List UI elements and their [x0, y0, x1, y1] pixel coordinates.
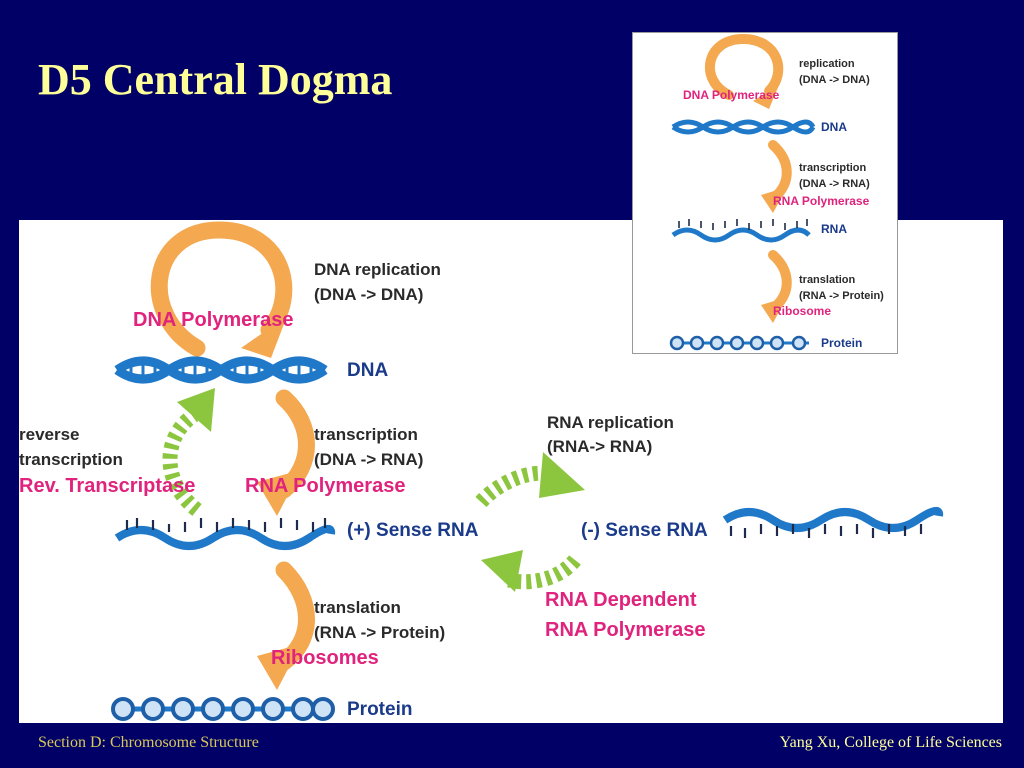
footer-section-label: Section D: Chromosome Structure — [38, 734, 259, 751]
inset-rna-strand-icon — [671, 219, 811, 243]
reverse-transcription-label: transcription — [19, 450, 123, 469]
protein-chain-icon — [111, 697, 335, 721]
inset-translation-sub-label: (RNA -> Protein) — [799, 290, 884, 302]
diagram-canvas: DNA replication (DNA -> DNA) DNA Polymer… — [19, 221, 944, 721]
inset-transcription-arrow-icon — [761, 140, 792, 213]
reverse-transcription-arrow-icon — [162, 388, 215, 516]
ribosomes-label: Ribosomes — [271, 647, 379, 669]
dna-helix-icon — [114, 356, 328, 384]
inset-dna-helix-icon — [671, 119, 816, 135]
transcription-sub-label: (DNA -> RNA) — [314, 450, 423, 469]
rna-dependent-arrow-icon — [481, 550, 581, 592]
inset-protein-chain-icon — [669, 335, 809, 351]
inset-replication-sub-label: (DNA -> DNA) — [799, 74, 870, 86]
replication-arrow-icon — [150, 221, 293, 358]
transcription-arrow-icon — [257, 389, 315, 516]
dna-label: DNA — [347, 360, 388, 381]
inset-transcription-label: transcription — [799, 162, 867, 174]
inset-central-dogma-diagram: replication (DNA -> DNA) DNA Polymerase … — [632, 32, 898, 354]
rna-replication-sub-label: (RNA-> RNA) — [547, 437, 652, 456]
dna-polymerase-label: DNA Polymerase — [133, 309, 293, 331]
translation-sub-label: (RNA -> Protein) — [314, 623, 445, 642]
inset-transcription-sub-label: (DNA -> RNA) — [799, 178, 870, 190]
rna-polymerase-label: RNA Polymerase — [245, 475, 405, 497]
slide-title: D5 Central Dogma — [38, 55, 393, 104]
rna-replication-label: RNA replication — [547, 413, 674, 432]
inset-rna-label: RNA — [821, 222, 847, 236]
dna-replication-sub-label: (DNA -> DNA) — [314, 285, 423, 304]
plus-sense-rna-label: (+) Sense RNA — [347, 520, 479, 541]
inset-replication-arrow-icon — [705, 33, 784, 109]
inset-protein-label: Protein — [821, 336, 862, 350]
rna-dependent-label: RNA Dependent — [545, 589, 697, 611]
rna-replication-arrow-icon — [475, 452, 585, 508]
plus-sense-rna-strand-icon — [114, 518, 336, 550]
inset-dna-label: DNA — [821, 120, 847, 134]
dna-replication-label: DNA replication — [314, 260, 441, 279]
transcription-label: transcription — [314, 425, 418, 444]
protein-label: Protein — [347, 699, 412, 720]
inset-canvas: replication (DNA -> DNA) DNA Polymerase … — [669, 33, 884, 351]
inset-rna-polymerase-label: RNA Polymerase — [773, 194, 870, 208]
minus-sense-rna-strand-icon — [722, 506, 944, 538]
footer-author-label: Yang Xu, College of Life Sciences — [779, 734, 1002, 751]
minus-sense-rna-label: (-) Sense RNA — [581, 520, 708, 541]
reverse-label: reverse — [19, 425, 80, 444]
rev-transcriptase-label: Rev. Transcriptase — [19, 475, 195, 497]
inset-translation-label: translation — [799, 274, 856, 286]
translation-label: translation — [314, 598, 401, 617]
inset-dna-polymerase-label: DNA Polymerase — [683, 88, 780, 102]
rna-dependent-polymerase-label: RNA Polymerase — [545, 619, 705, 641]
translation-arrow-icon — [257, 561, 315, 690]
inset-ribosome-label: Ribosome — [773, 304, 831, 318]
inset-replication-label: replication — [799, 58, 855, 70]
inset-translation-arrow-icon — [761, 250, 792, 323]
